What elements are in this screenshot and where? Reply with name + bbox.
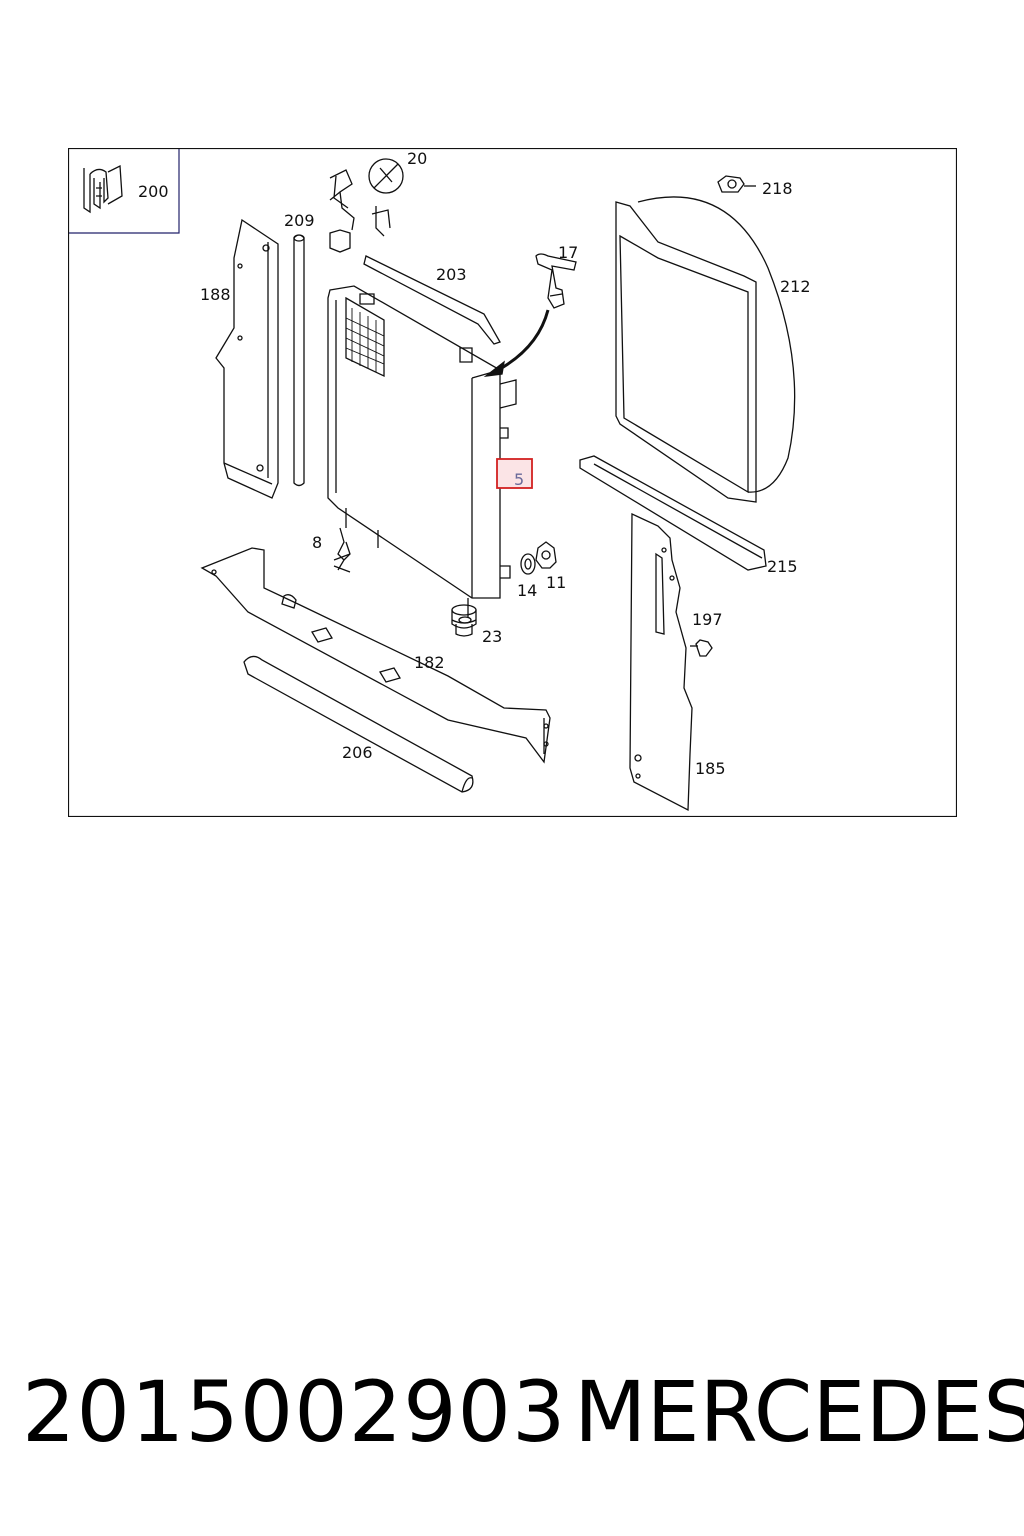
callout-14: 14 <box>517 581 537 600</box>
part-203-seal <box>363 255 501 345</box>
callout-185: 185 <box>695 759 726 778</box>
callout-5: 5 <box>514 470 524 489</box>
callout-17: 17 <box>558 243 578 262</box>
callout-labels: 20 209 188 203 17 218 212 5 8 14 11 23 2… <box>200 149 811 778</box>
part-number: 2015002903 <box>22 1363 567 1461</box>
part-5-radiator <box>327 285 517 624</box>
callout-20: 20 <box>407 149 427 168</box>
part-20-clip-assembly <box>329 158 404 253</box>
highlight-box <box>496 458 533 489</box>
callout-188: 188 <box>200 285 231 304</box>
brand-name: MERCEDES <box>574 1363 1024 1461</box>
part-197-rivet <box>690 639 713 657</box>
callout-212: 212 <box>780 277 811 296</box>
part-23-grommet <box>451 604 477 637</box>
part-212-shroud <box>615 196 796 503</box>
callout-11: 11 <box>546 573 566 592</box>
inset-label: 200 <box>138 182 169 201</box>
callout-215: 215 <box>767 557 798 576</box>
callout-203: 203 <box>436 265 467 284</box>
part-188-side-panel <box>215 218 279 499</box>
callout-197: 197 <box>692 610 723 629</box>
callout-23: 23 <box>482 627 502 646</box>
part-209-strip <box>293 234 305 487</box>
clip-icon <box>83 164 123 214</box>
callout-182: 182 <box>414 653 445 672</box>
part-14-washer <box>520 553 536 575</box>
callout-209: 209 <box>284 211 315 230</box>
callout-206: 206 <box>342 743 373 762</box>
part-182-cross-member <box>200 547 551 764</box>
part-17-fitting <box>535 253 577 309</box>
part-11-nut <box>535 541 557 569</box>
diagram-svg: 200 <box>68 148 957 817</box>
parts-diagram: 200 <box>68 148 957 817</box>
part-215-seal <box>579 455 767 571</box>
part-218-clip <box>717 175 756 193</box>
inset-box: 200 <box>69 149 180 234</box>
part-206-strip <box>243 655 474 793</box>
part-185-side-panel <box>629 512 693 812</box>
callout-8: 8 <box>312 533 322 552</box>
callout-218: 218 <box>762 179 793 198</box>
part-8-bolt <box>333 527 351 573</box>
